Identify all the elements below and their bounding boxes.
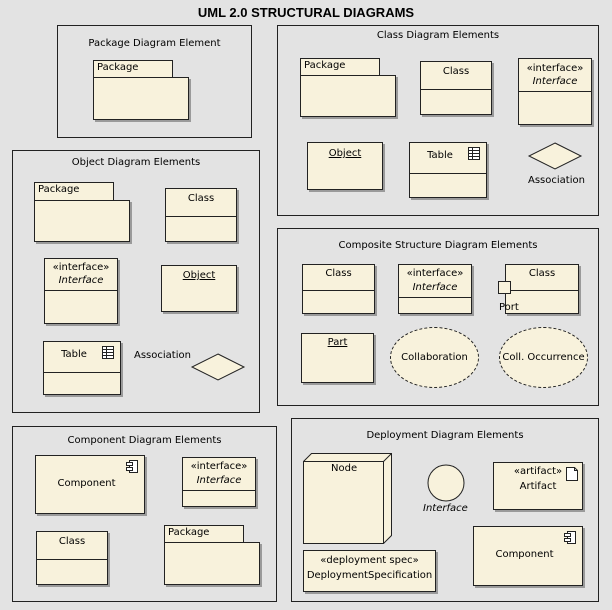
class-label: Class (325, 268, 352, 279)
table-label: Table (427, 150, 453, 161)
collaboration-element[interactable]: Collaboration (390, 327, 479, 388)
interface-label: Interface (58, 275, 104, 286)
table-icon (102, 346, 114, 359)
artifact-label: Artifact (519, 481, 557, 492)
frame-title: Class Diagram Elements (376, 30, 500, 41)
class-element[interactable]: Class (36, 531, 108, 585)
spec-label: DeploymentSpecification (306, 570, 433, 581)
package-label: Package (300, 58, 380, 76)
object-diagram-frame: Object Diagram Elements Package Class «i… (12, 150, 260, 413)
package-diagram-frame: Package Diagram Element Package (57, 25, 252, 138)
part-element[interactable]: Part (301, 333, 374, 383)
component-label: Component (57, 478, 116, 489)
deployment-diagram-frame: Deployment Diagram Elements Node Interfa… (291, 418, 599, 602)
interface-element[interactable]: «interface» Interface (518, 58, 592, 125)
component-diagram-frame: Component Diagram Elements Component «in… (12, 426, 277, 602)
port-label: Port (499, 302, 519, 313)
class-element[interactable]: Class (420, 61, 492, 115)
document-icon (566, 467, 578, 481)
association-label: Association (528, 175, 585, 186)
association-diamond-icon[interactable] (527, 142, 583, 170)
package-element[interactable] (34, 200, 130, 242)
table-element[interactable]: Table (409, 142, 487, 198)
package-element[interactable] (164, 542, 260, 585)
class-element[interactable]: Class (165, 188, 237, 242)
node-label: Node (331, 463, 358, 474)
frame-title: Component Diagram Elements (67, 435, 222, 446)
component-icon (564, 531, 576, 544)
spec-stereotype: «deployment spec» (320, 555, 419, 566)
interface-label: Interface (532, 76, 578, 87)
object-label: Object (182, 270, 216, 281)
interface-label: Interface (412, 282, 458, 293)
class-label: Class (58, 536, 86, 547)
package-label: Package (93, 60, 173, 78)
frame-title: Object Diagram Elements (71, 157, 201, 168)
component-element[interactable]: Component (473, 526, 583, 586)
class-label: Class (187, 193, 215, 204)
interface-element[interactable]: «interface» Interface (398, 264, 472, 314)
table-label: Table (61, 349, 87, 360)
frame-title: Deployment Diagram Elements (366, 430, 524, 441)
frame-title: Package Diagram Element (88, 38, 221, 49)
object-label: Object (328, 148, 362, 159)
component-label: Component (495, 549, 554, 560)
table-icon (468, 147, 480, 160)
interface-circle-icon[interactable] (427, 464, 465, 502)
component-icon (126, 460, 138, 473)
interface-label: Interface (196, 475, 242, 486)
package-label: Package (34, 182, 114, 201)
package-element[interactable] (93, 77, 189, 120)
association-diamond-icon[interactable] (190, 353, 246, 381)
interface-stereotype: «interface» (190, 461, 248, 472)
artifact-stereotype: «artifact» (513, 466, 563, 477)
diagram-title: UML 2.0 STRUCTURAL DIAGRAMS (197, 5, 415, 20)
interface-stereotype: «interface» (52, 262, 110, 273)
object-element[interactable]: Object (307, 142, 383, 190)
interface-stereotype: «interface» (406, 268, 464, 279)
composite-structure-frame: Composite Structure Diagram Elements Cla… (277, 228, 599, 406)
component-element[interactable]: Component (35, 455, 145, 514)
table-element[interactable]: Table (43, 341, 121, 395)
node-cube-icon[interactable] (303, 453, 393, 545)
interface-stereotype: «interface» (526, 63, 584, 74)
interface-element[interactable]: «interface» Interface (44, 258, 118, 324)
class-label: Class (528, 268, 556, 279)
artifact-element[interactable]: «artifact» Artifact (493, 462, 583, 510)
object-element[interactable]: Object (161, 265, 237, 312)
collaboration-occurrence-element[interactable]: Coll. Occurrence (499, 327, 588, 388)
package-label: Package (164, 525, 244, 543)
interface-element[interactable]: «interface» Interface (182, 457, 256, 507)
class-with-port-element[interactable]: Class (505, 264, 579, 314)
port-square[interactable] (498, 281, 511, 294)
association-label: Association (134, 350, 191, 361)
class-label: Class (442, 66, 470, 77)
interface-label: Interface (423, 503, 468, 514)
deployment-spec-element[interactable]: «deployment spec» DeploymentSpecificatio… (303, 550, 436, 592)
class-diagram-frame: Class Diagram Elements Package Class «in… (277, 25, 599, 216)
class-element[interactable]: Class (302, 264, 375, 314)
occurrence-label: Coll. Occurrence (502, 352, 585, 363)
frame-title: Composite Structure Diagram Elements (338, 240, 538, 251)
part-label: Part (327, 337, 348, 348)
package-element[interactable] (300, 75, 396, 117)
collaboration-label: Collaboration (401, 352, 468, 363)
